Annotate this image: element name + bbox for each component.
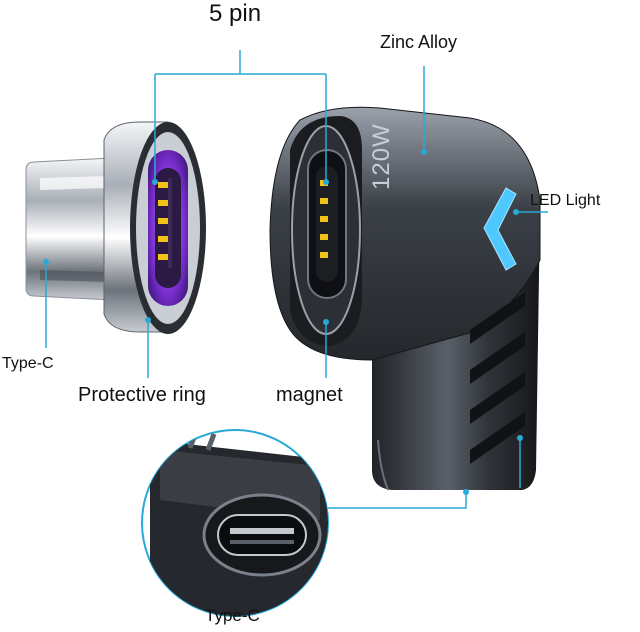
callout-dots	[43, 149, 523, 495]
power-rating-marking: 120W	[368, 123, 395, 190]
protective-ring-label: Protective ring	[78, 384, 206, 406]
led-light-label: LED Light	[530, 192, 601, 209]
right-adapter	[269, 106, 541, 491]
left-connector-label: Type-C	[2, 355, 54, 372]
pin-count-label: 5 pin	[209, 0, 262, 27]
bottom-connector-label: Type-C	[205, 606, 260, 625]
callout-lines	[45, 50, 548, 509]
left-plug	[25, 121, 206, 334]
magnet-label: magnet	[276, 384, 343, 406]
zoom-circle	[141, 429, 329, 617]
body-material-label: Zinc Alloy	[380, 32, 458, 52]
